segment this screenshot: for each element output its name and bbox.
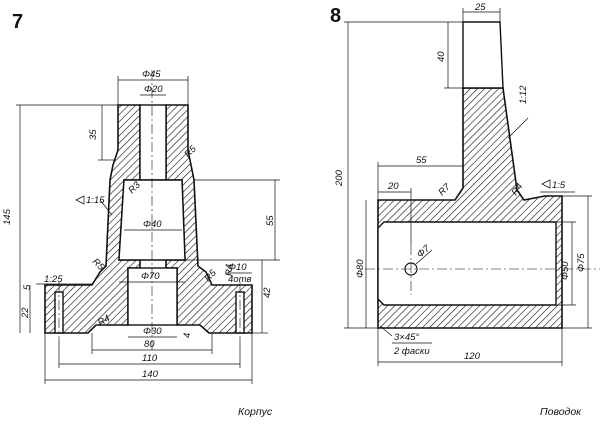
dim-d30: Φ30 (143, 326, 162, 337)
dim-w20: 20 (387, 181, 399, 192)
povodok-arm-top (462, 21, 504, 89)
dim-h5: 5 (22, 284, 33, 290)
dim-r7: R7 (436, 181, 453, 198)
drawing-7-korpus: 7 Φ45 Φ20 145 35 22 5 1:15 (2, 11, 280, 418)
korpus-lower-bore (127, 267, 178, 326)
dim-taper-115: 1:15 (86, 195, 105, 206)
dim-h145: 145 (2, 208, 13, 225)
dim-chamfer-note: 2 фаски (393, 346, 430, 357)
taper-symbol (75, 195, 85, 205)
dim-h40: 40 (436, 51, 447, 62)
dim-d20: Φ20 (144, 84, 163, 95)
taper-symbol-8 (541, 179, 551, 189)
drawing-7-number: 7 (12, 11, 23, 33)
dim-d45: Φ45 (142, 69, 161, 80)
dim-w140: 140 (142, 369, 159, 380)
dim-r4-left: R4 (96, 313, 112, 329)
dim-slope-112: 1:12 (518, 85, 529, 104)
drawing-8-caption: Поводок (540, 406, 582, 418)
dim-d70: Φ70 (141, 271, 160, 282)
dim-w25: 25 (474, 2, 486, 13)
dim-w80: 80 (144, 339, 155, 350)
dim-d10-note: 4отв (228, 274, 251, 285)
dim-h35: 35 (88, 129, 99, 140)
dim-r4-right: R4 (224, 264, 235, 276)
dim-slope-125: 1:25 (44, 274, 63, 285)
dim-h200: 200 (334, 169, 345, 187)
dim-taper-15: 1:5 (552, 180, 566, 191)
dim-h42: 42 (262, 287, 273, 298)
drawing-8-povodok: 8 25 40 200 1:12 55 20 R7 (330, 2, 600, 418)
povodok-bore (377, 221, 557, 306)
dim-d10: Φ10 (228, 262, 247, 273)
dim-d80: Φ80 (355, 259, 366, 278)
drawing-7-caption: Корпус (238, 406, 273, 418)
dim-d75: Φ75 (576, 253, 587, 272)
dim-w55: 55 (416, 155, 427, 166)
dim-w110: 110 (142, 353, 158, 364)
dim-d50: Φ50 (560, 261, 571, 280)
dim-h4: 4 (182, 333, 193, 338)
korpus-upper-bore (139, 104, 167, 181)
dim-w120: 120 (464, 351, 481, 362)
dim-h22: 22 (20, 307, 31, 319)
drawing-8-number: 8 (330, 5, 341, 27)
dim-h55: 55 (265, 215, 276, 226)
dim-chamfer: 3×45° (394, 332, 419, 343)
dim-d40: Φ40 (143, 219, 162, 230)
